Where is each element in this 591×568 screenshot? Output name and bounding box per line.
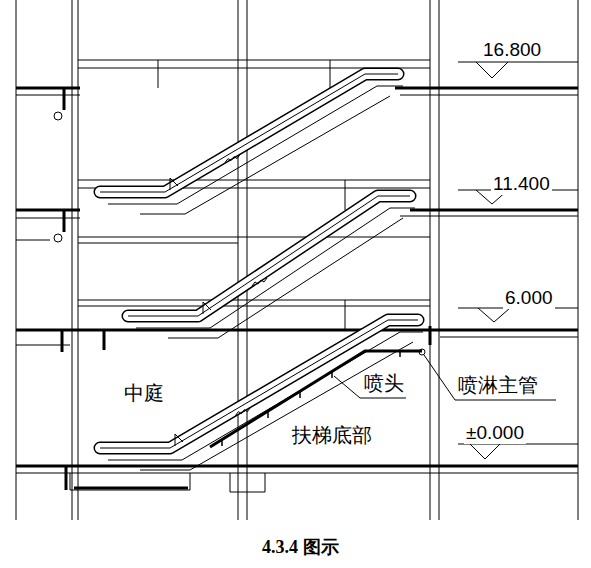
escalator-stroke [100,74,398,192]
escalator-stroke [252,278,267,286]
escalator-stroke [140,470,190,471]
elevation-label: 16.800 [481,40,543,61]
escalator-stroke [108,332,423,460]
escalator-stroke [190,342,413,470]
escalator-stroke [108,86,403,204]
figure-caption: 4.3.4 图示 [262,535,339,559]
escalator-stroke [218,218,403,338]
elevation-label: 11.400 [491,174,552,195]
escalator-stroke [136,208,415,328]
part-label: 中庭 [122,382,166,404]
elevation-label: ±0.000 [464,423,526,444]
part-label: 扶梯底部 [290,424,374,446]
escalator-stroke [128,196,410,316]
escalator-stroke [100,74,398,192]
escalator-stroke [128,196,410,316]
escalator-stroke [140,214,185,215]
escalator-stroke [100,320,418,448]
escalator-stroke [203,302,211,314]
escalator-stroke [175,434,183,446]
escalator-stroke [128,196,410,316]
escalator-stroke [225,155,240,163]
escalator-stroke [168,338,218,339]
escalator-stroke [100,320,418,448]
escalator-stroke [235,408,250,416]
part-label: 喷淋主管 [456,374,540,396]
escalator-stroke [100,74,398,192]
escalator-stroke [185,96,390,214]
part-label: 喷头 [362,372,406,394]
escalator-stroke [170,178,178,190]
escalator-stroke [100,320,418,448]
elevation-label: 6.000 [503,288,555,309]
